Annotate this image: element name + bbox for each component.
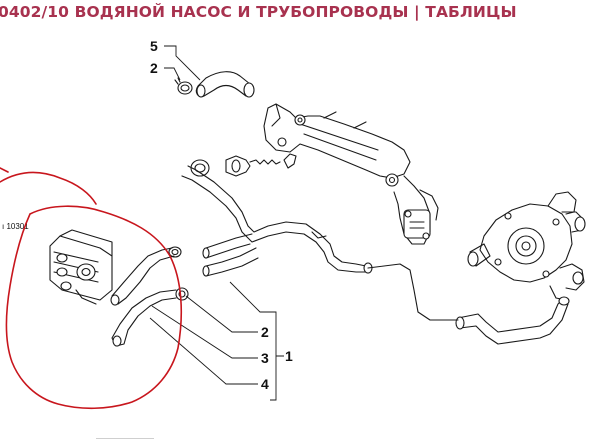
- lower-right-hose[interactable]: [455, 296, 570, 345]
- upper-hose[interactable]: [195, 71, 255, 98]
- water-pump-body[interactable]: [467, 191, 586, 301]
- thermostat-insert[interactable]: [190, 153, 297, 177]
- leader-lines: [149, 45, 284, 401]
- callout-1: 1: [285, 348, 293, 364]
- callout-2-lower: 2: [261, 324, 269, 340]
- hose-clamp-top[interactable]: [174, 77, 193, 95]
- oil-cooler[interactable]: [49, 229, 113, 305]
- reference-code: ı 10301: [2, 222, 29, 231]
- hose-clamp-lower[interactable]: [175, 287, 189, 301]
- page-title: 0402/10 ВОДЯНОЙ НАСОС И ТРУБОПРОВОДЫ | Т…: [0, 3, 517, 21]
- thermostat-manifold[interactable]: [263, 103, 439, 245]
- hose-clamp-upper[interactable]: [168, 246, 182, 258]
- red-marker-tick: [0, 167, 9, 173]
- bottom-scroll-hint: [96, 438, 154, 439]
- cooler-hoses[interactable]: [110, 247, 177, 347]
- callout-5-top: 5: [150, 38, 158, 54]
- callout-4: 4: [261, 376, 269, 392]
- branch-pipes[interactable]: [202, 233, 259, 277]
- coolant-pipe-main[interactable]: [181, 165, 459, 321]
- red-marker-circle: [0, 171, 183, 410]
- callout-2-top: 2: [150, 60, 158, 76]
- callout-3: 3: [261, 350, 269, 366]
